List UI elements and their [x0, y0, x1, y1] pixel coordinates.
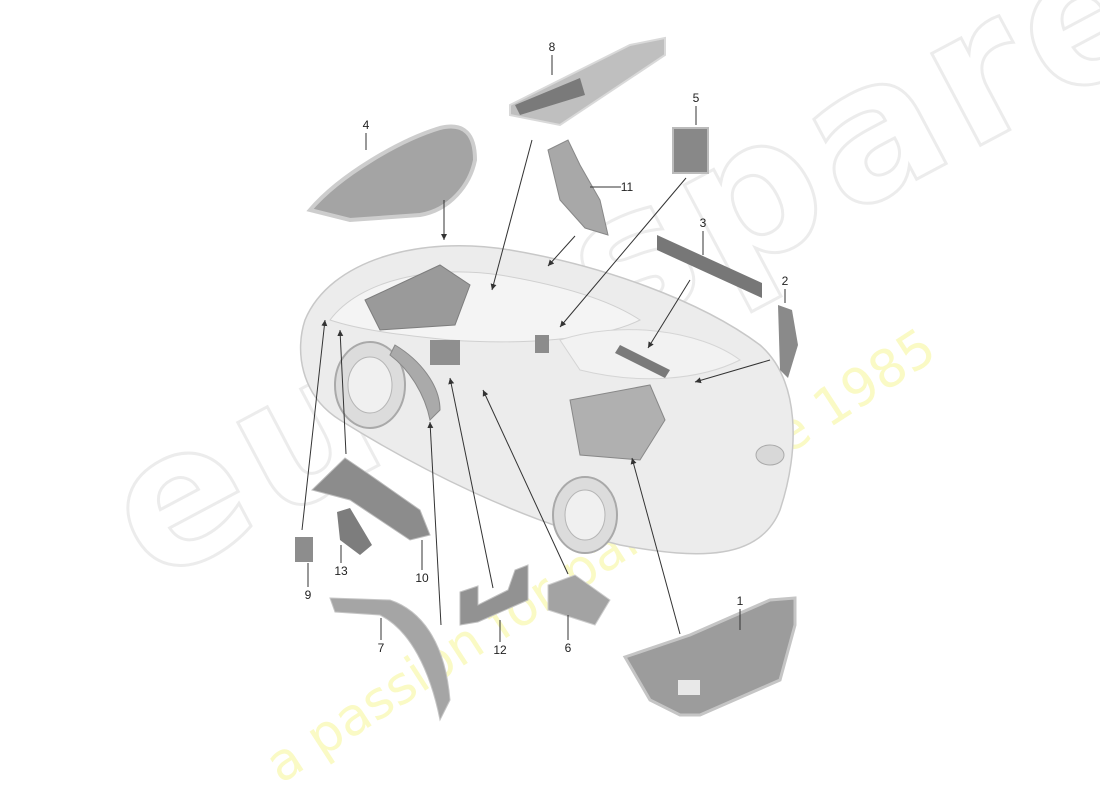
- callout-3[interactable]: 3: [699, 216, 707, 230]
- part-2-small-bracket[interactable]: [778, 305, 798, 378]
- callout-6[interactable]: 6: [564, 641, 572, 655]
- part-10-floor-insulation[interactable]: [311, 457, 431, 541]
- callout-1[interactable]: 1: [736, 594, 744, 608]
- part-6-damping-sheet[interactable]: [547, 574, 611, 626]
- callout-4[interactable]: 4: [362, 118, 370, 132]
- callout-12[interactable]: 12: [493, 643, 507, 657]
- part-8-insulation-block[interactable]: [509, 36, 666, 127]
- part-13-corner-insulation[interactable]: [337, 508, 372, 555]
- part-1-bulkhead-panel[interactable]: [622, 596, 797, 717]
- callout-5[interactable]: 5: [692, 91, 700, 105]
- part-11-bracket-insulation[interactable]: [547, 139, 609, 236]
- callout-8[interactable]: 8: [548, 40, 556, 54]
- part-5-damping-pad[interactable]: [672, 127, 709, 174]
- part-9-small-pad[interactable]: [295, 537, 313, 562]
- car-body: [299, 244, 794, 555]
- part-7-wheel-arch-insulation[interactable]: [329, 597, 451, 722]
- callout-7[interactable]: 7: [377, 641, 385, 655]
- callout-13[interactable]: 13: [334, 564, 348, 578]
- leader-lines: [301, 55, 786, 642]
- callout-9[interactable]: 9: [304, 588, 312, 602]
- callout-2[interactable]: 2: [781, 274, 789, 288]
- callout-11[interactable]: 11: [620, 180, 634, 194]
- part-12-tunnel-insulation[interactable]: [459, 564, 529, 626]
- part-3-insulation-strip[interactable]: [657, 235, 762, 298]
- callout-10[interactable]: 10: [415, 571, 429, 585]
- part-4-rear-shelf-insulation[interactable]: [306, 124, 478, 223]
